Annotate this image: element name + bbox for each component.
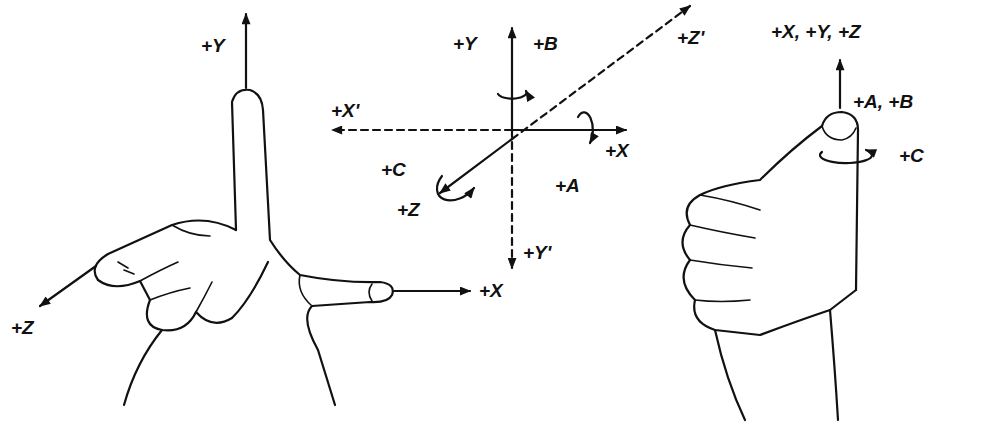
axis-cross xyxy=(332,6,690,268)
finger-detail xyxy=(690,126,856,302)
axis-label: +Z xyxy=(10,318,35,338)
rotation-arrow xyxy=(437,176,474,200)
hand-outline xyxy=(822,112,858,290)
finger-detail xyxy=(299,275,372,306)
right-hand xyxy=(683,60,872,420)
axis-label: +C xyxy=(898,146,925,166)
axis-label: +Y' xyxy=(522,243,552,263)
rotation-arrow xyxy=(498,91,526,99)
axis-label: +A, +B xyxy=(852,92,914,112)
axis-line xyxy=(394,290,470,292)
left-hand xyxy=(40,14,470,405)
rotation-arrow xyxy=(820,150,872,163)
axis-label: +Y xyxy=(452,34,478,54)
hand-outline xyxy=(683,126,857,335)
axis-label: +X' xyxy=(330,101,360,121)
axis-label: +X, +Y, +Z xyxy=(770,22,862,42)
axis-label: +Y xyxy=(200,36,226,56)
axis-line xyxy=(511,28,513,130)
axis-line xyxy=(839,60,841,108)
axis-line xyxy=(511,130,513,268)
axis-line xyxy=(512,6,690,139)
axis-label: +A xyxy=(554,176,581,196)
axis-line xyxy=(245,14,247,88)
axis-line xyxy=(512,129,626,131)
hand-outline xyxy=(715,310,838,420)
axis-line xyxy=(440,139,512,193)
axis-label: +B xyxy=(532,34,559,54)
hand-outline xyxy=(124,330,162,405)
hand-outline xyxy=(232,90,393,405)
axis-line xyxy=(40,266,96,306)
rotation-arrow xyxy=(578,112,593,143)
finger-detail xyxy=(118,225,212,312)
axis-label: +X xyxy=(478,281,504,301)
axis-label: +X xyxy=(604,141,630,161)
hand-outline xyxy=(95,221,268,331)
axis-label: +Z xyxy=(396,200,421,220)
axis-line xyxy=(332,129,512,131)
axis-label: +Z' xyxy=(676,28,705,48)
axis-label: +C xyxy=(380,160,407,180)
